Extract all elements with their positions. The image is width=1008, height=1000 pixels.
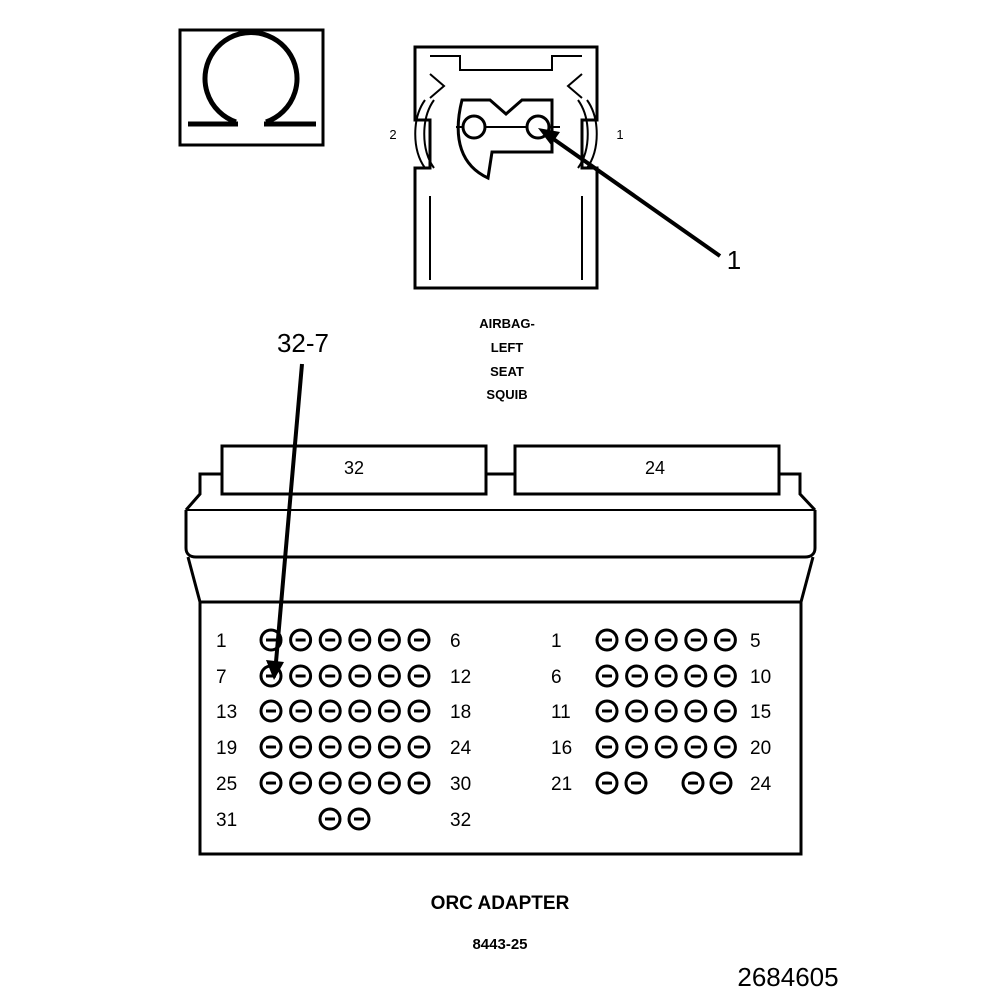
- pin-24-6: [595, 664, 619, 688]
- pin-24-19: [684, 735, 708, 759]
- connector-24-label: 24: [645, 458, 665, 478]
- right-row-end-label: 15: [750, 702, 771, 723]
- left-row-start-label: 13: [216, 702, 237, 723]
- left-row-end-label: 12: [450, 667, 471, 688]
- pin-24-2: [625, 628, 649, 652]
- pin-32-16: [348, 699, 372, 723]
- squib-pin-1-label: 1: [616, 127, 623, 142]
- pin-24-23: [681, 771, 705, 795]
- pin-24-16: [595, 735, 619, 759]
- pin-24-12: [625, 699, 649, 723]
- connector-32-label: 32: [344, 458, 364, 478]
- pin-32-5: [377, 628, 401, 652]
- right-row-end-label: 20: [750, 738, 771, 759]
- pin-32-12: [407, 664, 431, 688]
- pin-32-17: [377, 699, 401, 723]
- pin-32-15: [318, 699, 342, 723]
- right-row-end-label: 10: [750, 667, 771, 688]
- squib-name-line-4: SQUIB: [486, 387, 527, 402]
- pin-32-7-callout: 32-7: [277, 328, 329, 358]
- squib-pin-2-label: 2: [389, 127, 396, 142]
- pin-32-30: [407, 771, 431, 795]
- pin-24-3: [654, 628, 678, 652]
- adapter-part-number: 8443-25: [472, 936, 527, 953]
- left-row-start-label: 31: [216, 810, 237, 831]
- adapter-title: ORC ADAPTER: [431, 893, 570, 914]
- right-row-end-label: 5: [750, 631, 761, 652]
- pin-32-9: [318, 664, 342, 688]
- pin-24-13: [654, 699, 678, 723]
- left-row-start-label: 19: [216, 738, 237, 759]
- left-row-end-label: 18: [450, 702, 471, 723]
- pin-32-31: [318, 807, 342, 831]
- pin-32-19: [259, 735, 283, 759]
- left-row-end-label: 24: [450, 738, 472, 759]
- pin-32-7-callout-arrow: [266, 363, 304, 680]
- pin-32-24: [407, 735, 431, 759]
- pin-32-3: [318, 628, 342, 652]
- pin-24-14: [684, 699, 708, 723]
- squib-connector: [413, 45, 599, 290]
- pin-32-6: [407, 628, 431, 652]
- right-row-start-label: 16: [551, 738, 572, 759]
- pin-24-24: [709, 771, 733, 795]
- pin-32-32: [347, 807, 371, 831]
- pin-32-18: [407, 699, 431, 723]
- pin-32-21: [318, 735, 342, 759]
- pin-32-2: [289, 628, 313, 652]
- pin-24-15: [713, 699, 737, 723]
- pin-24-21: [595, 771, 619, 795]
- right-row-end-label: 24: [750, 774, 772, 795]
- pin-24-4: [684, 628, 708, 652]
- left-row-end-label: 6: [450, 631, 461, 652]
- squib-name-line-1: AIRBAG-: [479, 316, 535, 331]
- pin-1-callout: 1: [727, 245, 741, 275]
- pin-24-10: [713, 664, 737, 688]
- right-row-start-label: 1: [551, 631, 562, 652]
- pin-32-23: [377, 735, 401, 759]
- pin-32-14: [289, 699, 313, 723]
- pin-24-20: [713, 735, 737, 759]
- pin-24-11: [595, 699, 619, 723]
- pin-grid: [259, 628, 737, 831]
- pin-1-callout-arrow: [538, 128, 722, 258]
- right-row-start-label: 11: [551, 702, 571, 723]
- pin-24-22: [624, 771, 648, 795]
- pin-24-9: [684, 664, 708, 688]
- pin-32-20: [289, 735, 313, 759]
- pin-24-1: [595, 628, 619, 652]
- left-row-end-label: 32: [450, 810, 471, 831]
- left-row-end-label: 30: [450, 774, 471, 795]
- pin-32-4: [348, 628, 372, 652]
- pin-32-27: [318, 771, 342, 795]
- right-row-start-label: 21: [551, 774, 572, 795]
- figure-id: 2684605: [737, 962, 838, 992]
- pin-32-28: [348, 771, 372, 795]
- orc-adapter-body: [184, 444, 817, 856]
- pin-32-11: [377, 664, 401, 688]
- pin-32-13: [259, 699, 283, 723]
- pin-24-17: [625, 735, 649, 759]
- pin-32-8: [289, 664, 313, 688]
- left-row-start-label: 25: [216, 774, 237, 795]
- pin-32-10: [348, 664, 372, 688]
- pin-24-8: [654, 664, 678, 688]
- pin-24-18: [654, 735, 678, 759]
- ohmmeter-icon: [178, 28, 325, 147]
- squib-name-line-2: LEFT: [491, 340, 524, 355]
- right-row-start-label: 6: [551, 667, 562, 688]
- left-row-start-label: 7: [216, 667, 227, 688]
- pin-32-26: [289, 771, 313, 795]
- pin-24-7: [625, 664, 649, 688]
- pin-32-29: [377, 771, 401, 795]
- left-row-start-label: 1: [216, 631, 227, 652]
- pin-32-25: [259, 771, 283, 795]
- squib-name-line-3: SEAT: [490, 364, 524, 379]
- pin-32-22: [348, 735, 372, 759]
- pin-24-5: [713, 628, 737, 652]
